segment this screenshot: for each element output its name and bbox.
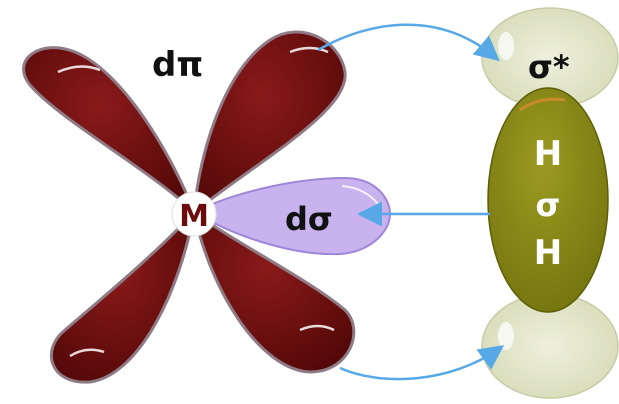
arrow-d-pi-to-sigma-star-top <box>317 23 500 62</box>
d-pi-label: dπ <box>152 45 203 85</box>
d-pi-lobe-lower-right <box>191 208 356 374</box>
d-sigma-highlight <box>341 185 379 205</box>
sigma-bond-label: σ <box>536 186 561 224</box>
d-sigma-label: dσ <box>285 200 333 238</box>
metal-label: M <box>179 199 209 234</box>
d-pi-lobe-upper-right <box>192 30 347 216</box>
lobe-highlight-upper-left <box>57 65 101 74</box>
lobe-highlight-lower-right <box>299 324 335 332</box>
d-pi-lobe-upper-left <box>22 46 196 214</box>
h-bottom-label: H <box>534 233 562 273</box>
sigma-bond-highlight <box>519 97 566 112</box>
sigma-star-highlight <box>498 32 514 60</box>
sigma-bond-orbital <box>487 87 609 313</box>
sigma-star-label: σ* <box>528 48 570 86</box>
d-pi-lobe-lower-left <box>49 207 197 384</box>
d-pi-orbital <box>22 30 356 384</box>
metal-circle <box>171 191 217 237</box>
sigma-bond-ellipse <box>487 87 609 313</box>
arrows <box>317 23 505 381</box>
h-top-label: H <box>534 134 562 174</box>
arrow-d-pi-to-sigma-star-bottom <box>339 345 505 381</box>
sigma-star-highlight-bottom <box>498 322 514 350</box>
metal-center: M <box>171 191 217 237</box>
lobe-highlight-upper-right <box>289 46 329 54</box>
lobe-highlight-lower-left <box>69 348 105 358</box>
sigma-star-orbital <box>481 7 619 399</box>
